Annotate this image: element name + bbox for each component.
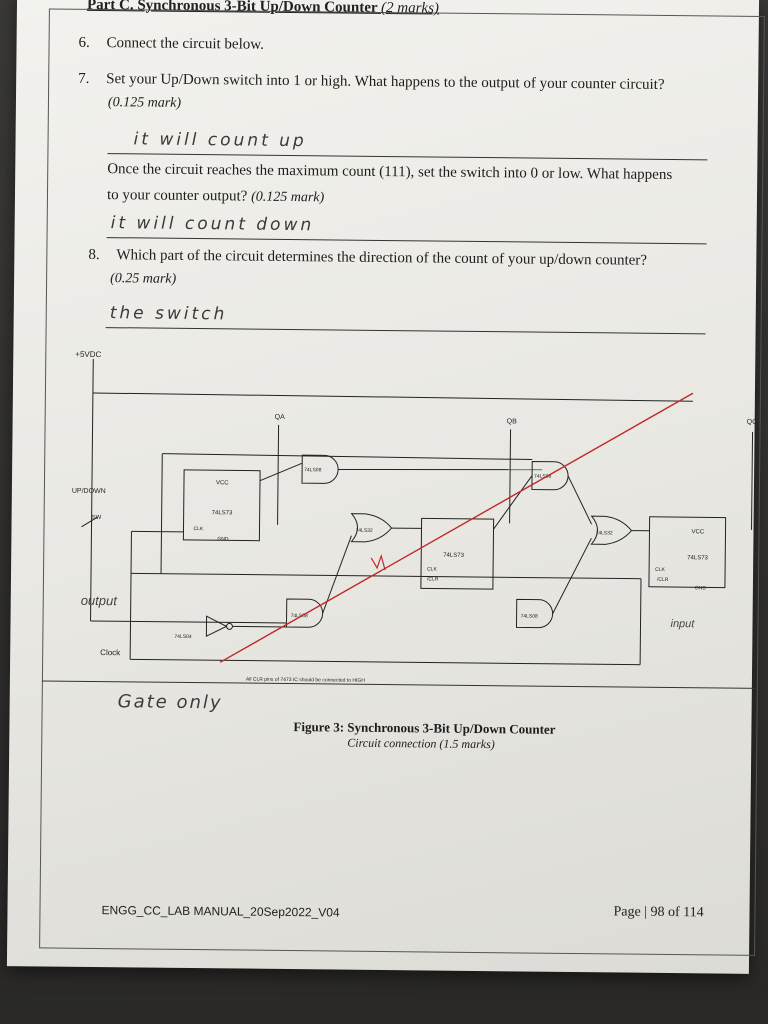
handwritten-gate-only: Gate only [117,691,223,714]
answer-7b: it will count down [110,213,315,236]
manual-page: Part C. Synchronous 3-Bit Up/Down Counte… [6,0,765,974]
ff3-clk: CLK [655,567,665,573]
handwritten-output: output [81,593,119,608]
flipflop-3 [648,516,727,589]
or-2-label: 74LS32 [595,530,613,536]
ff2-chip: 74LS73 [443,553,464,559]
ff3-clr: /CLR [657,577,669,583]
red-strike-line [219,392,694,663]
ff1-gnd: GND [217,536,229,542]
and-3-label: 74LS08 [291,613,309,619]
section-title: Synchronous 3-Bit Up/Down Counter [137,0,378,16]
ff1-clk: CLK [193,526,203,532]
qa-label: QA [275,414,286,421]
qb-label: QB [507,418,518,425]
or-gate-1 [350,513,393,543]
not-gate [205,615,228,637]
ff2-clk: CLK [427,566,437,572]
question-number: 7. [78,70,90,87]
question-8-mark: (0.25 mark) [110,271,177,287]
figure-title: Figure 3: Synchronous 3-Bit Up/Down Coun… [293,719,556,737]
and-1-label: 74LS08 [304,467,322,473]
flipflop-2 [420,517,495,590]
and-gate-3 [285,598,324,628]
supply-label: +5VDC [75,350,101,359]
answer-8: the switch [109,303,228,325]
figure-subtitle: Circuit connection (1.5 marks) [347,735,495,752]
or-1-label: 74LS32 [355,528,373,534]
footer-doc: ENGG_CC_LAB MANUAL_20Sep2022_V04 [101,903,340,920]
footer-page: Page | 98 of 114 [613,904,704,921]
ff3-gnd: GND [695,585,707,591]
question-6: 6. Connect the circuit below. [78,35,263,54]
question-number: 8. [88,246,100,264]
and-gate-2 [531,461,569,491]
section-marks: (2 marks) [380,0,440,17]
flipflop-1 [182,469,261,542]
handwritten-input: input [670,618,695,630]
or-gate-2 [590,515,633,545]
switch-lever [81,516,98,528]
updown-label: UP/DOWN [72,488,106,495]
answer-7a: it will count up [133,129,307,152]
question-7b-mark: (0.125 mark) [251,189,325,206]
question-7b-line2: to your counter output? (0.125 mark) [107,187,324,206]
ff2-clr: /CLR [427,576,439,582]
qc-label: QC [747,419,758,426]
question-number: 6. [78,34,90,51]
clr-note: All CLR pins of 7473 IC should be connec… [246,677,365,684]
and-gate-4 [515,598,554,629]
question-text: Connect the circuit below. [106,35,264,53]
ff1-vcc: VCC [216,480,229,486]
question-7-mark: (0.125 mark) [107,95,182,111]
section-prefix: Part C. [86,0,134,14]
question-text: to your counter output? [106,187,248,205]
clock-label: Clock [100,648,121,657]
ff1-chip: 74LS73 [212,510,233,516]
red-mark [370,553,386,571]
ff3-chip: 74LS73 [687,555,708,561]
counter-schematic: +5VDC QA QB QC VCC 74LS73 CLK GND 74LS73… [72,350,758,684]
ff3-vcc: VCC [691,529,704,535]
and-4-label: 74LS08 [521,613,539,619]
and-2-label: 74LS08 [534,474,552,480]
not-label: 74LS04 [174,634,192,640]
